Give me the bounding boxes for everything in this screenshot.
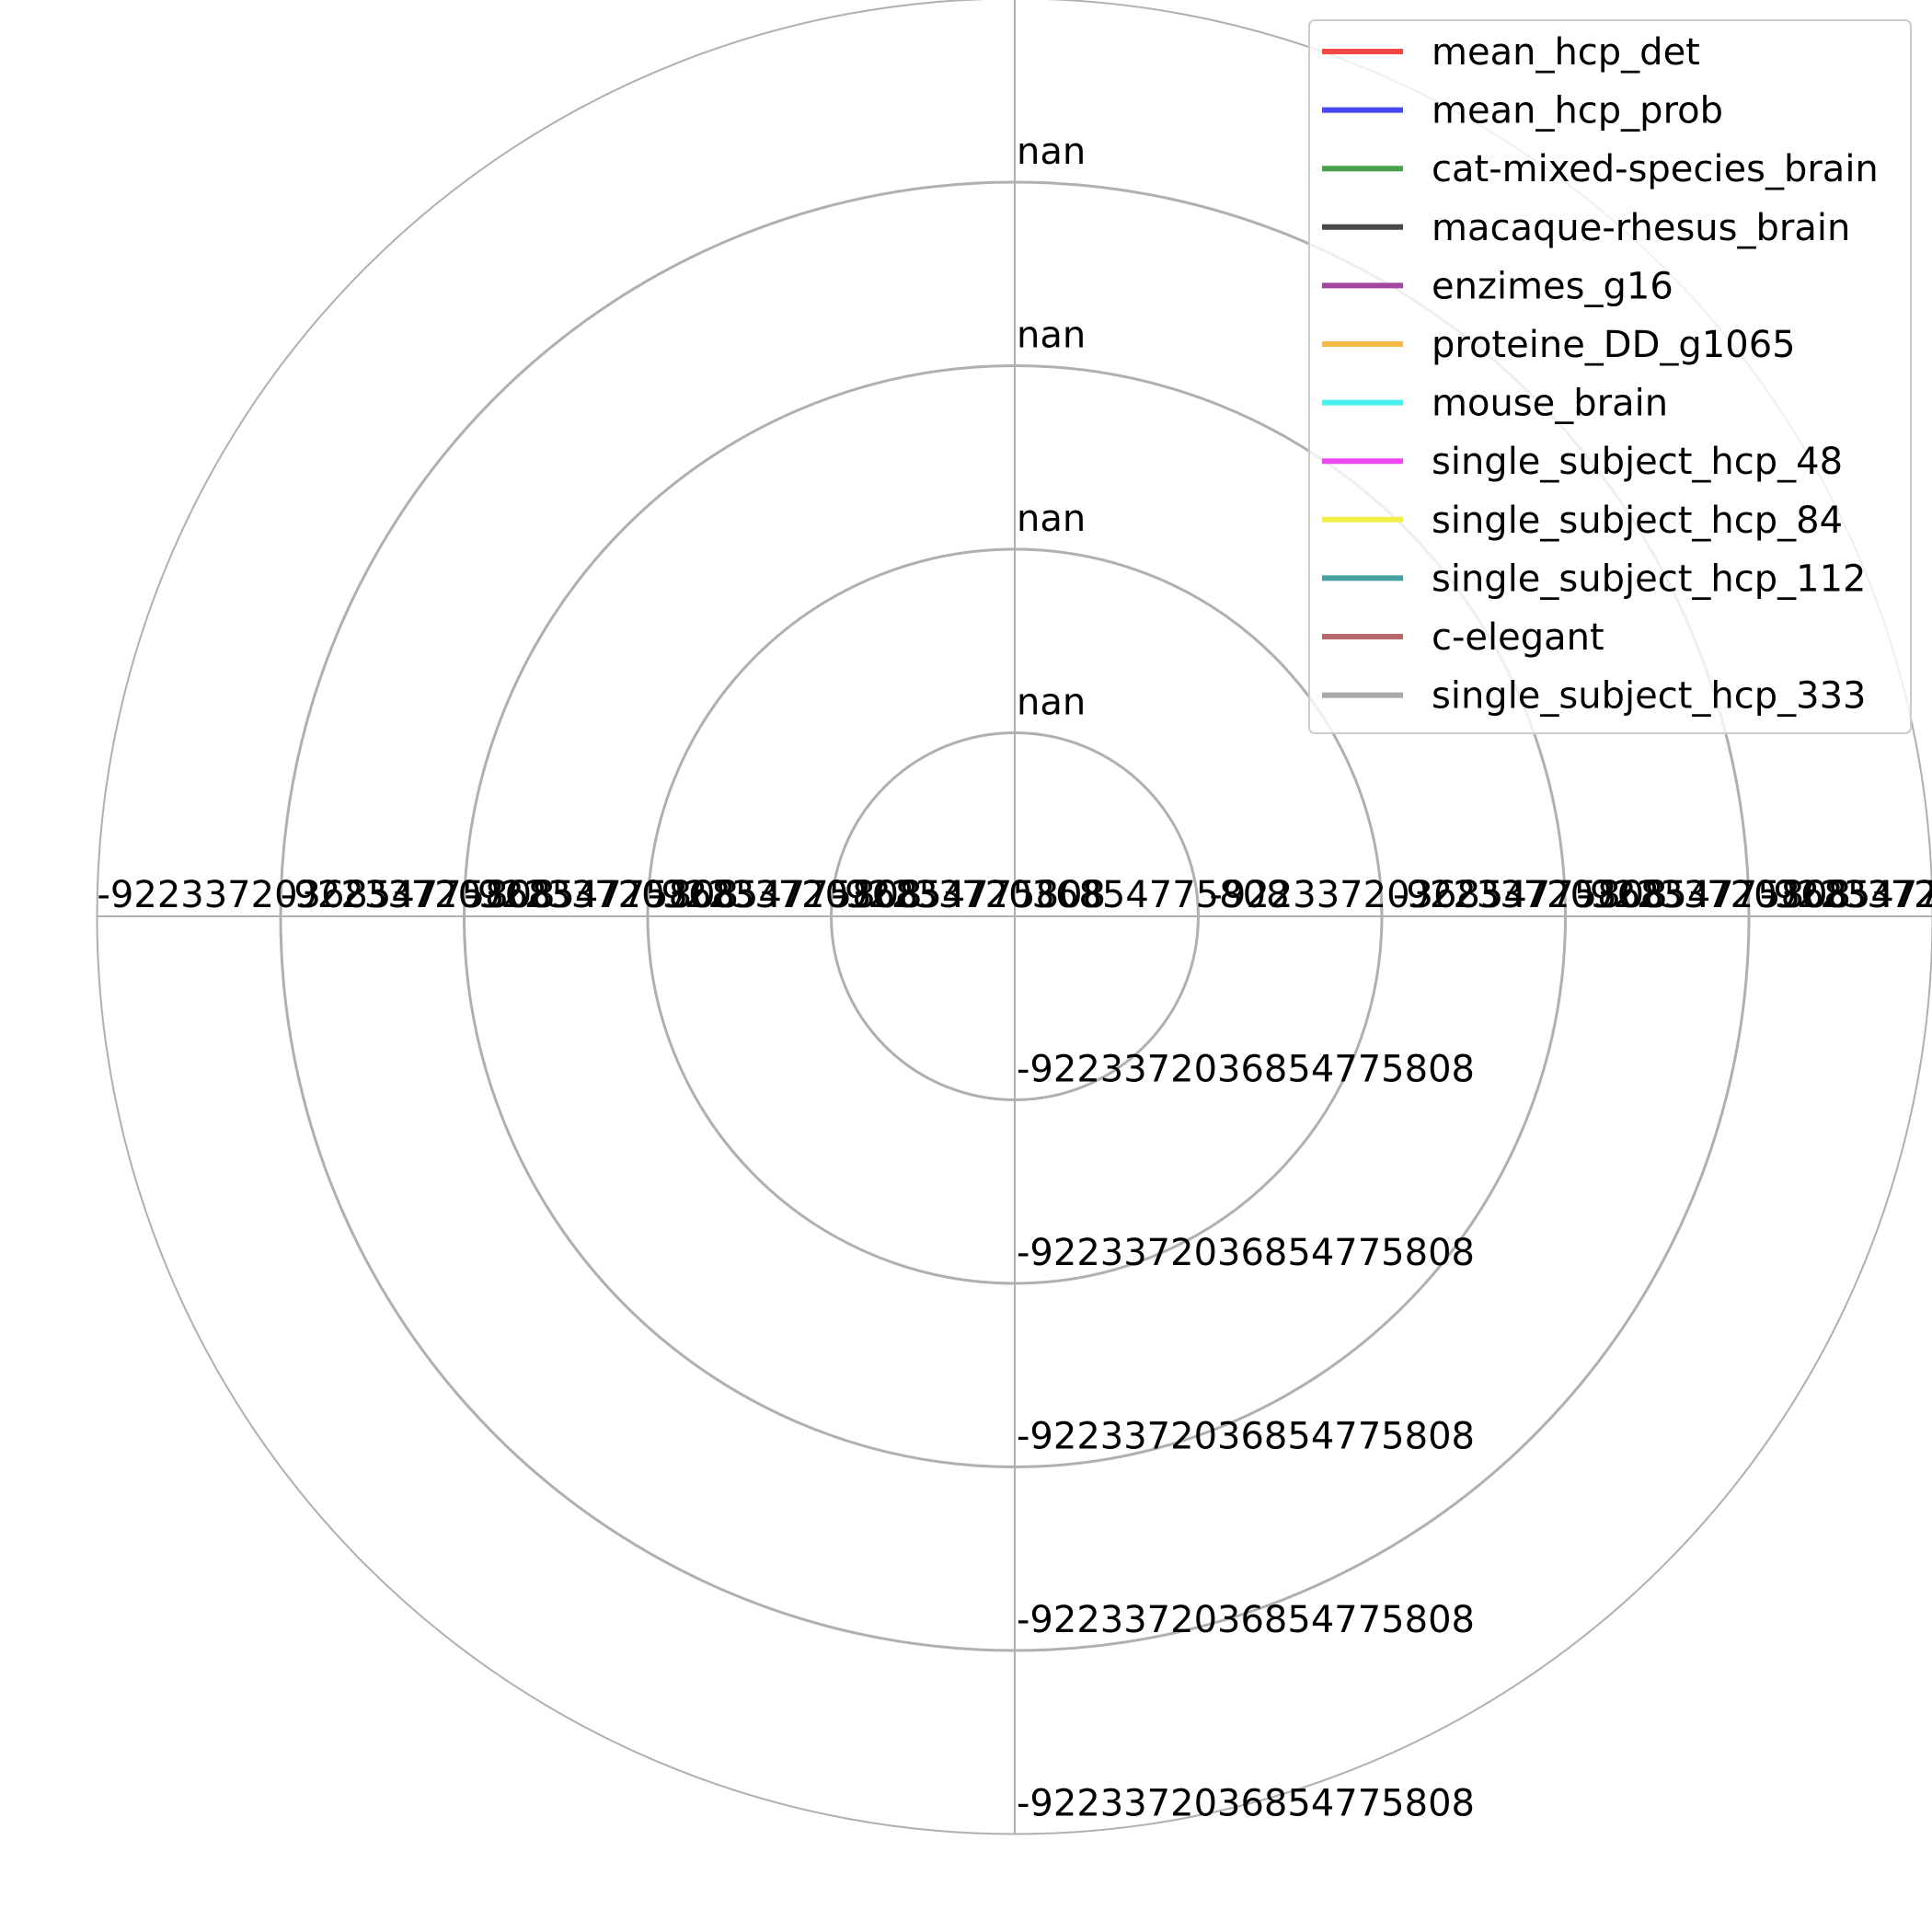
legend-label: mean_hcp_det xyxy=(1432,31,1700,74)
legend-label: proteine_DD_g1065 xyxy=(1432,324,1796,366)
legend-label: single_subject_hcp_333 xyxy=(1432,675,1866,718)
legend-label: enzimes_g16 xyxy=(1432,265,1673,307)
tick-label-right: -9223372036854775808 xyxy=(1760,874,1932,916)
legend-label: mouse_brain xyxy=(1432,383,1668,425)
tick-label-left: -9223372036854775808 xyxy=(281,874,739,916)
tick-label-lower: -9223372036854775808 xyxy=(1017,1783,1475,1825)
legend: mean_hcp_det mean_hcp_prob cat-mixed-speci… xyxy=(1308,19,1912,734)
tick-label-right: -9223372036854775808 xyxy=(1393,874,1851,916)
tick-label-upper: nan xyxy=(1017,131,1086,173)
tick-label-left: -9223372036854775808 xyxy=(98,874,556,916)
polar-grid-axes xyxy=(97,0,1932,1834)
legend-label: cat-mixed-species_brain xyxy=(1432,148,1879,190)
tick-label-upper: nan xyxy=(1017,315,1086,357)
legend-box xyxy=(1308,19,1912,734)
legend-label: mean_hcp_prob xyxy=(1432,90,1723,132)
legend-label: single_subject_hcp_112 xyxy=(1432,558,1866,600)
legend-label: macaque-rhesus_brain xyxy=(1432,207,1850,249)
tick-label-left: -9223372036854775808 xyxy=(648,874,1106,916)
tick-labels: nannannannan-9223372036854775808-9223372… xyxy=(98,131,1932,1825)
tick-label-lower: -9223372036854775808 xyxy=(1017,1232,1475,1274)
tick-label-upper: nan xyxy=(1017,682,1086,724)
tick-label-lower: -9223372036854775808 xyxy=(1017,1416,1475,1458)
tick-label-lower: -9223372036854775808 xyxy=(1017,1049,1475,1091)
tick-label-right: -9223372036854775808 xyxy=(1577,874,1932,916)
tick-label-left: -9223372036854775808 xyxy=(832,874,1290,916)
tick-label-lower: -9223372036854775808 xyxy=(1017,1599,1475,1641)
legend-label: single_subject_hcp_84 xyxy=(1432,500,1843,542)
legend-label: c-elegant xyxy=(1432,616,1604,659)
tick-label-left: -9223372036854775808 xyxy=(465,874,923,916)
legend-label: single_subject_hcp_48 xyxy=(1432,441,1843,483)
tick-label-right: -9223372036854775808 xyxy=(1210,874,1668,916)
tick-label-upper: nan xyxy=(1017,498,1086,540)
